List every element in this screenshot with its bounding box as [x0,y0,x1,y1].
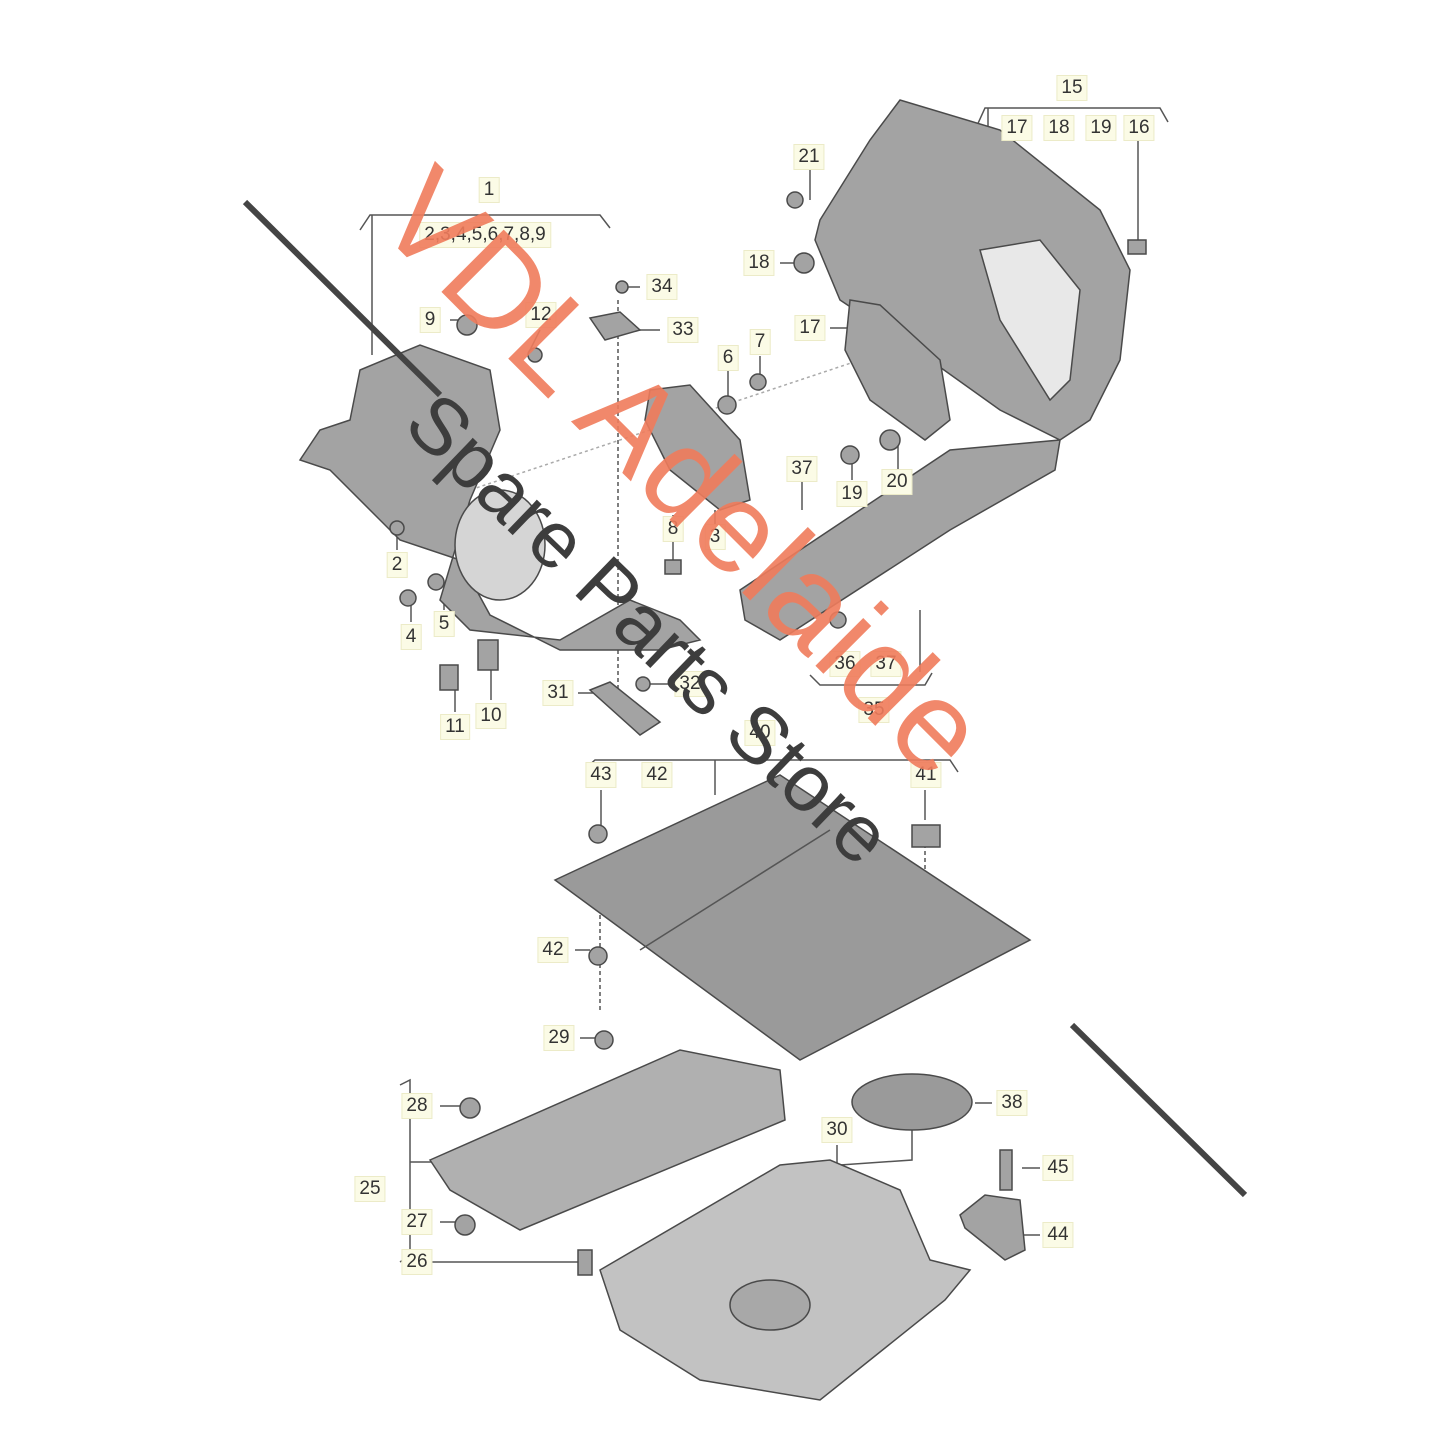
callout-36: 36 [829,651,861,677]
callout-32: 32 [674,671,706,697]
callout-3: 3 [704,524,726,550]
callout-2: 2 [386,552,408,578]
callout-30: 30 [821,1117,853,1143]
callout-11: 11 [440,714,470,740]
cover-17 [844,299,951,441]
callout-31: 31 [542,680,574,706]
callout-33: 33 [667,317,699,343]
spare-wheel-well-30 [599,1159,972,1401]
callout-35: 35 [858,697,890,723]
callout-15-17: 17 [1001,115,1033,141]
callout-1-components: 2,3,4,5,6,7,8,9 [419,222,551,248]
load-floor-40 [553,774,1032,1061]
callout-17: 17 [794,315,826,341]
callout-5: 5 [433,611,455,637]
sill-trim-panel [739,439,1061,641]
callout-37-upper: 37 [786,456,818,482]
callout-12: 12 [525,302,557,328]
callout-28: 28 [401,1093,433,1119]
callout-7: 7 [749,329,771,355]
part-shapes [298,99,1147,1401]
callout-27: 27 [401,1209,433,1235]
callout-25: 25 [354,1176,386,1202]
bracket-44 [959,1194,1026,1261]
watermark-line-right [1069,1022,1248,1198]
left-side-trim-panel [298,344,702,651]
callout-15-18: 18 [1043,115,1075,141]
callout-34: 34 [646,274,678,300]
watermark-line-left [242,199,443,398]
callout-9: 9 [419,307,441,333]
callout-1: 1 [478,177,500,203]
callout-4: 4 [400,624,422,650]
callout-21: 21 [793,144,825,170]
clip-33 [588,311,642,341]
right-trim-opening [979,239,1081,402]
right-side-trim-panel [814,99,1131,441]
callout-42-lower: 42 [537,937,569,963]
callout-15: 15 [1056,75,1088,101]
callout-6: 6 [717,345,739,371]
callout-18: 18 [743,250,775,276]
bolt-45 [999,1149,1013,1191]
cover-3 [644,384,751,511]
callout-44: 44 [1042,1222,1074,1248]
callout-20: 20 [881,469,913,495]
callout-19: 19 [836,481,868,507]
callout-8: 8 [662,516,684,542]
callout-41: 41 [910,762,942,788]
callout-40: 40 [744,720,776,746]
callout-15-16: 16 [1123,115,1155,141]
callout-29: 29 [543,1025,575,1051]
trim-panel-opening [454,489,546,601]
callout-38: 38 [996,1090,1028,1116]
callout-37-lower: 37 [870,651,902,677]
callout-45: 45 [1042,1155,1074,1181]
bracket-31 [588,681,662,736]
callout-15-19: 19 [1085,115,1117,141]
callout-10: 10 [475,703,507,729]
cover-38 [851,1073,973,1131]
callout-43: 43 [585,762,617,788]
callout-26: 26 [401,1249,433,1275]
callout-42-upper: 42 [641,762,673,788]
floor-board-25 [428,1049,786,1231]
